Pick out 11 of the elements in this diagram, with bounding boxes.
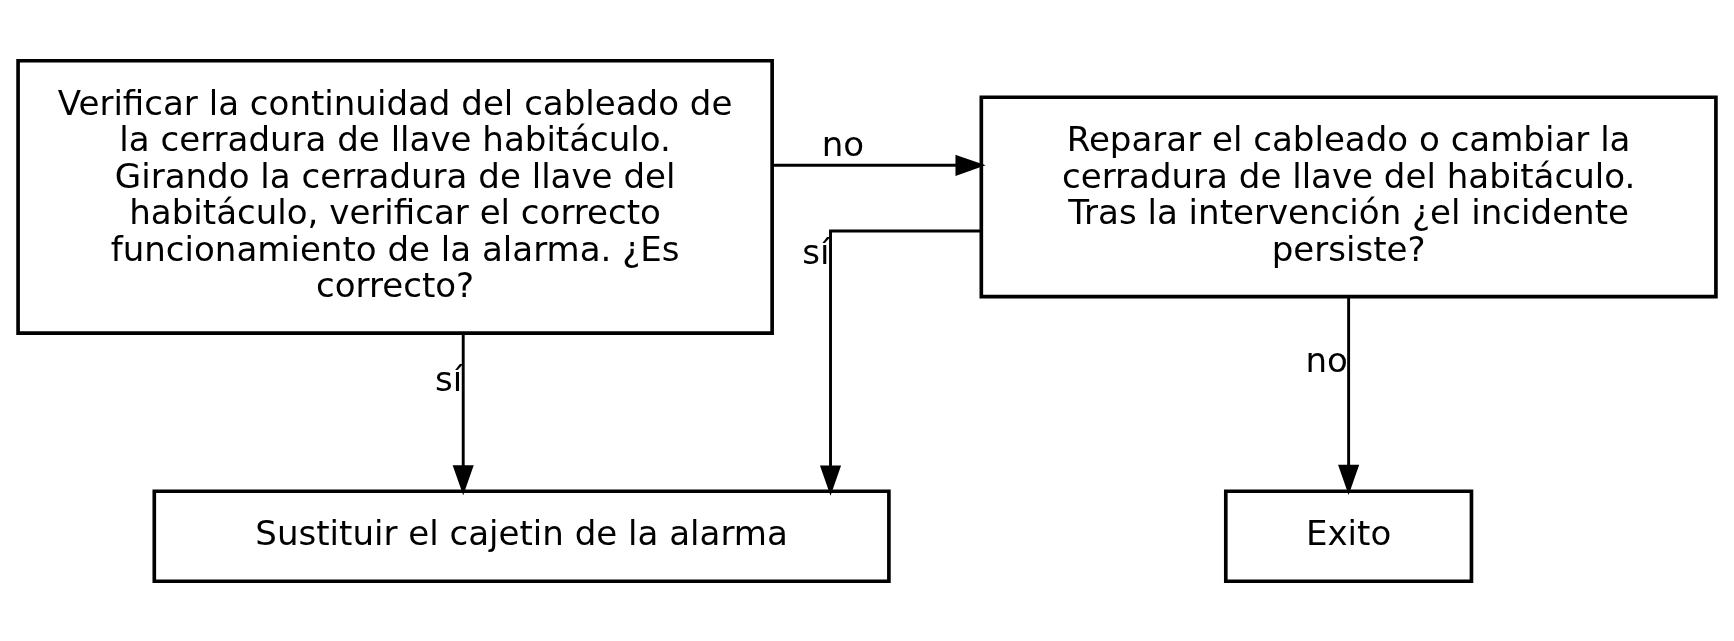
edge-label: no (821, 123, 865, 164)
node-box: Exito (1223, 488, 1474, 583)
node-box: Reparar el cableado o cambiar la cerradura de llave del habitáculo. Tras la intervención ¿el incidente persiste? (979, 94, 1718, 298)
arrow (1338, 296, 1360, 495)
arrow (452, 333, 474, 495)
arrow (772, 154, 986, 176)
edge-label: sí (435, 358, 463, 399)
arrow (819, 229, 982, 496)
node-box: Verificar la continuidad del cableado de la cerradura de llave habitáculo. Girando la cerradura de llave del habitáculo, verificar el correcto funcionamiento de la alarma. ¿Es correcto? (16, 58, 774, 335)
edge-label: no (1305, 339, 1348, 380)
node-box: Sustituir el cajetin de la alarma (152, 488, 891, 583)
